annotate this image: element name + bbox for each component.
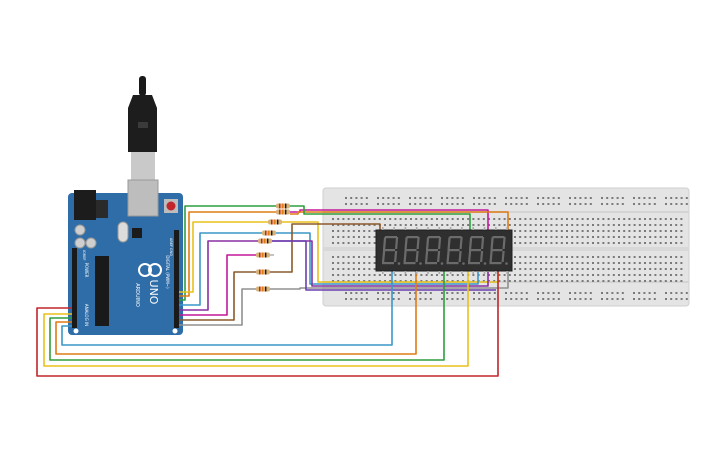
digit-4 [446, 236, 465, 265]
wire-purple-d9 [179, 240, 258, 311]
digit-1 [382, 236, 401, 265]
display-pins [382, 227, 508, 274]
wire-orange-seg [290, 211, 509, 232]
reset-button[interactable] [166, 201, 176, 211]
wire-green-d13 [179, 205, 276, 301]
board-logo-text: UNO [147, 280, 160, 305]
digital-header[interactable] [174, 230, 179, 328]
digit-6 [489, 236, 508, 265]
resistor-bank[interactable] [252, 203, 294, 292]
power-header-label: POWER [84, 263, 89, 278]
digital-header-label: DIGITAL (PWM~) [165, 255, 170, 289]
arduino-uno-board[interactable]: UNO ARDUINO DIGITAL (PWM~) ANALOG IN POW… [68, 179, 183, 335]
seven-segment-display[interactable] [375, 227, 513, 274]
wire-gray-seg [270, 272, 509, 290]
wire-brown-d7 [179, 271, 256, 321]
wire-green-a2 [49, 270, 445, 361]
wire-blue-d10 [179, 232, 262, 306]
wire-orange-d12 [179, 211, 276, 297]
wire-yellow-d11 [179, 221, 268, 293]
display-digits [382, 236, 508, 265]
wire-brown-seg [270, 223, 381, 273]
gnd-pin-label: GND [169, 248, 173, 256]
wire-orange-a1 [55, 270, 417, 355]
digit-2 [403, 236, 422, 265]
wire-magenta-seg [290, 209, 489, 230]
analog-header-label: ANALOG IN [84, 304, 89, 326]
analog-power-header[interactable] [72, 248, 77, 328]
wires[interactable] [36, 205, 509, 377]
wire-yellow-a3 [43, 270, 469, 367]
wire-green-seg [290, 205, 471, 230]
wire-blue-a0 [61, 270, 393, 346]
wire-magenta-d8 [179, 254, 256, 316]
wire-violet-seg [272, 240, 496, 291]
wire-red-a4 [36, 270, 499, 377]
wire-blue-seg [276, 232, 479, 285]
aref-pin-label: AREF [169, 238, 173, 247]
resistor-3[interactable] [264, 219, 286, 225]
usb-cable[interactable] [128, 76, 158, 196]
wire-gray-d6 [179, 288, 256, 326]
digit-5 [468, 236, 487, 265]
digit-3 [425, 236, 444, 265]
ioref-pin-label: IOREF [82, 250, 86, 260]
board-brand-label: ARDUINO [134, 283, 140, 307]
arduino-logo-icon [138, 263, 162, 277]
